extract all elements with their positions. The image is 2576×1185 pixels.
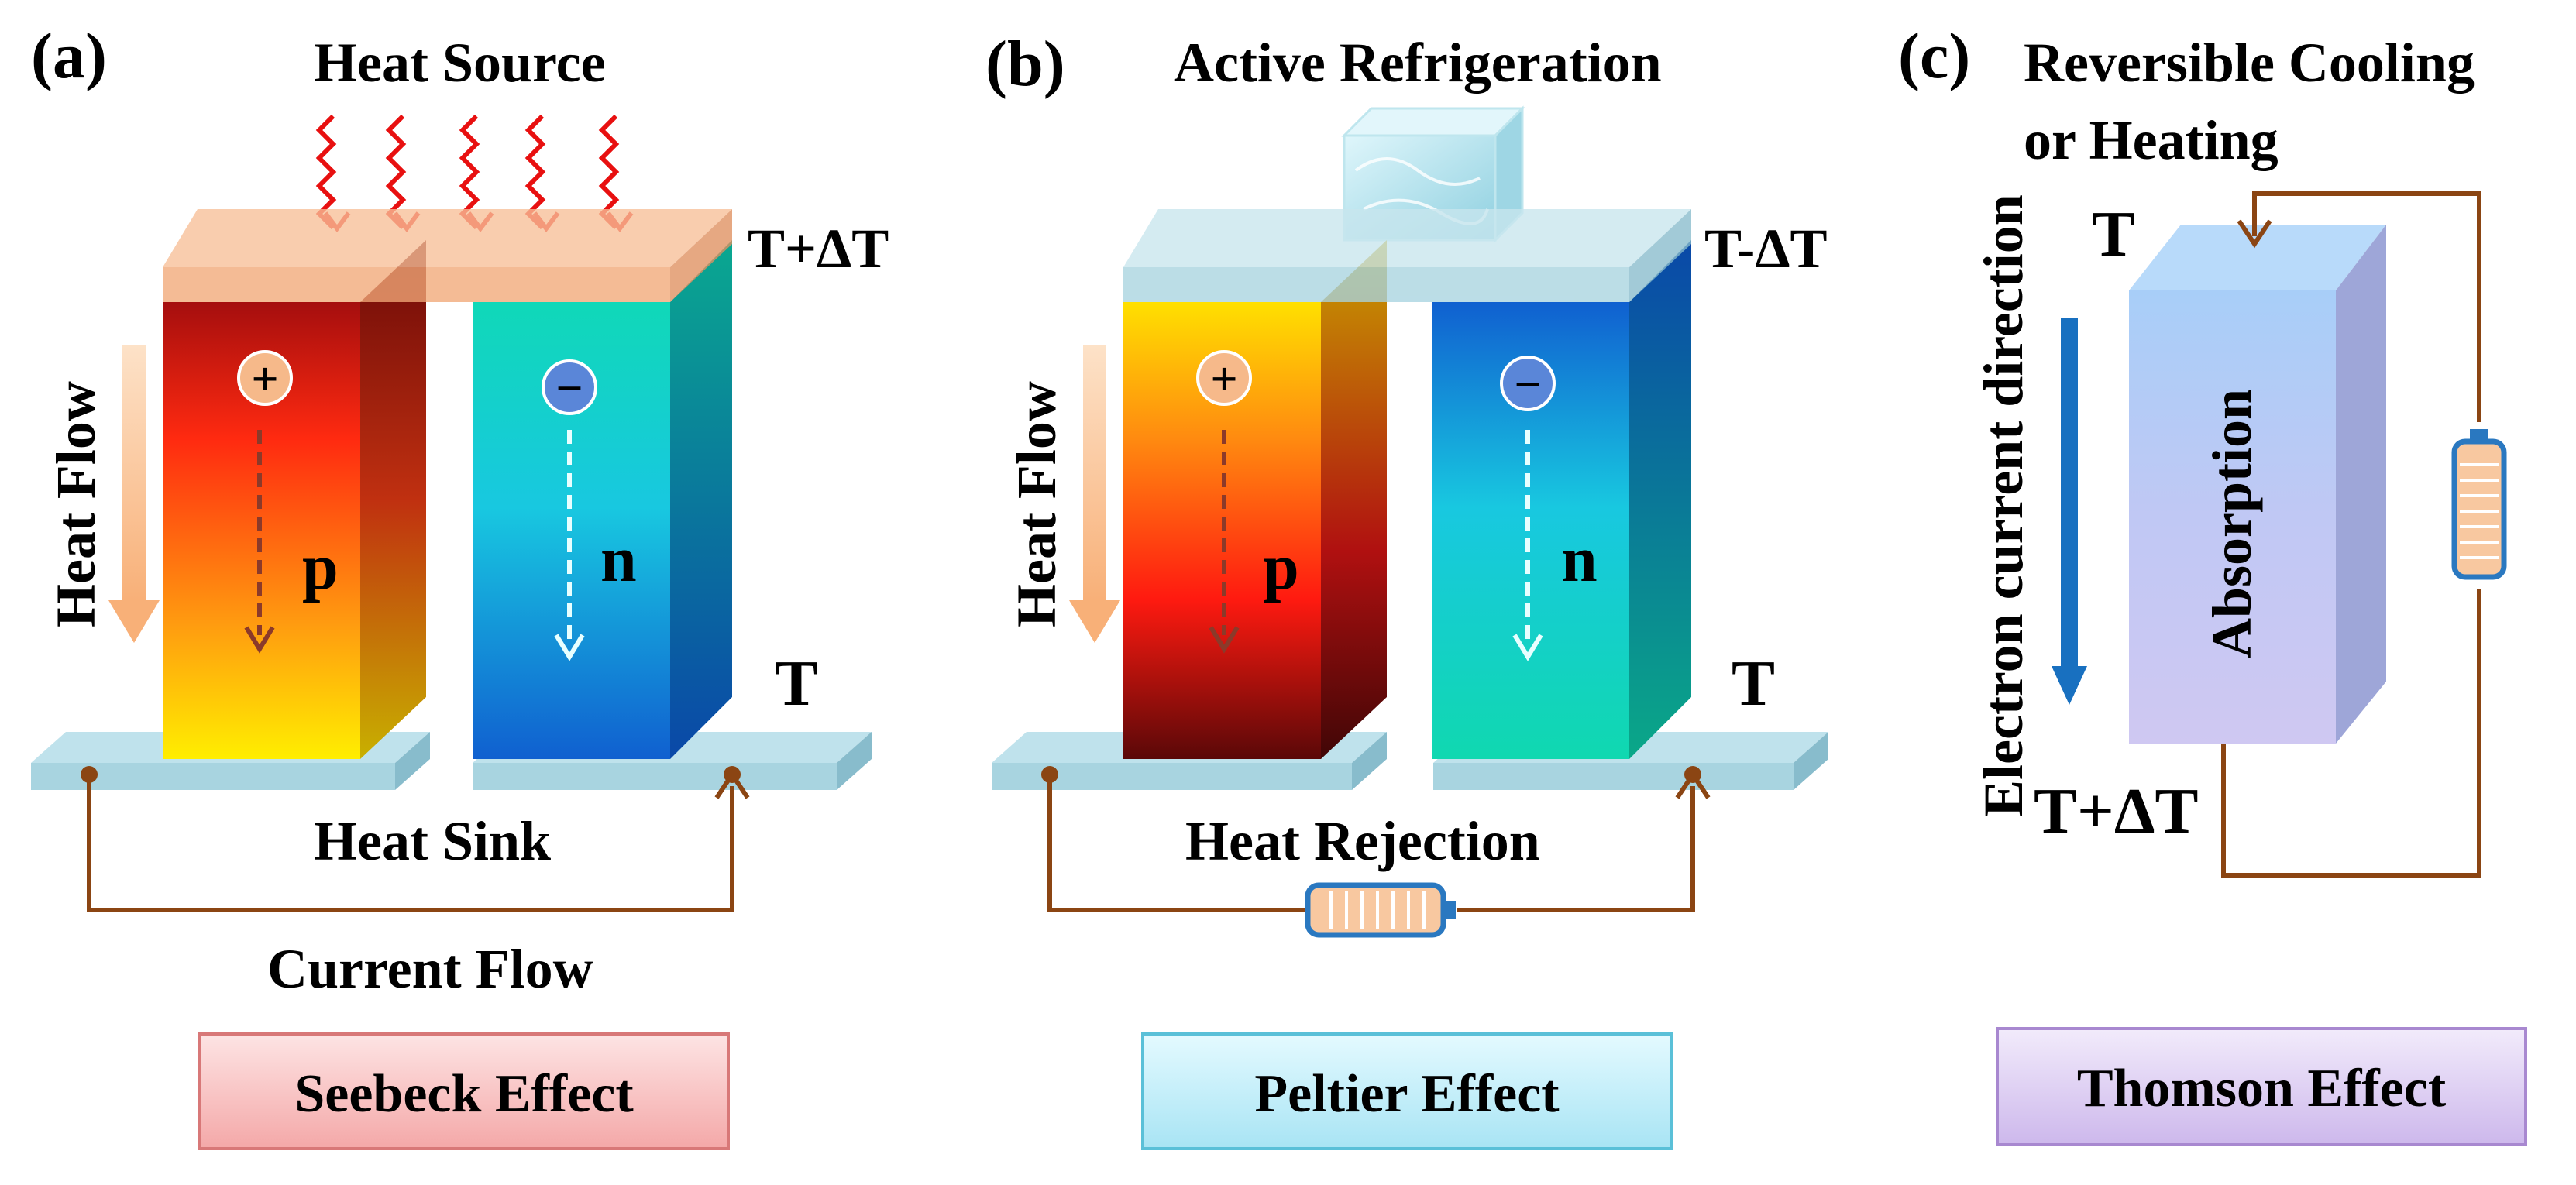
hot-temp-label: T+ΔT — [748, 218, 889, 280]
p-type-leg — [163, 240, 426, 759]
terminal-dot — [1041, 766, 1058, 783]
seebeck-effect-box: Seebeck Effect — [198, 1032, 730, 1150]
n-type-leg — [473, 240, 732, 759]
heat-source-label: Heat Source — [314, 32, 606, 94]
top-temp-label: T — [2092, 198, 2135, 270]
absorption-label: Absorption — [2201, 389, 2263, 658]
n-label: n — [1561, 524, 1598, 596]
battery-icon — [1305, 882, 1456, 938]
panel-b-peltier: (b) Active Refrigeration — [985, 28, 1828, 1150]
panel-c-thomson: (c) Reversible Cooling or Heating T T+ΔT… — [1898, 20, 2527, 1146]
svg-text:Thomson Effect: Thomson Effect — [2077, 1059, 2446, 1118]
heat-rejection-label: Heat Rejection — [1185, 810, 1540, 872]
heat-flow-label: Heat Flow — [45, 381, 107, 627]
panel-b-tag: (b) — [985, 28, 1065, 100]
svg-text:+: + — [251, 353, 278, 406]
electron-direction-label: Electron current direction — [1972, 194, 2034, 817]
p-label: p — [1263, 531, 1299, 603]
svg-text:+: + — [1210, 353, 1237, 406]
panel-a-tag: (a) — [31, 20, 107, 92]
current-circuit-wire — [2221, 191, 2481, 878]
peltier-effect-box: Peltier Effect — [1141, 1032, 1673, 1150]
electron-charge-icon: − — [542, 359, 597, 415]
base-plates — [992, 732, 1828, 790]
heat-sink-plates — [31, 732, 872, 790]
n-type-leg — [1432, 240, 1691, 759]
cold-temp-label: T — [775, 647, 818, 720]
heat-flow-arrow-icon — [108, 345, 160, 643]
p-type-leg — [1123, 240, 1387, 759]
cold-temp-label: T-ΔT — [1704, 218, 1828, 280]
carrier-direction-arrows-icon — [257, 430, 572, 643]
carrier-direction-arrows-icon — [1222, 430, 1530, 643]
svg-text:Peltier Effect: Peltier Effect — [1254, 1064, 1559, 1124]
thomson-effect-box: Thomson Effect — [1996, 1027, 2527, 1146]
current-flow-label: Current Flow — [267, 938, 593, 1000]
terminal-dot — [724, 766, 741, 783]
base-temp-label: T — [1732, 647, 1775, 720]
electron-direction-arrow-icon — [2052, 318, 2087, 705]
heat-flow-label: Heat Flow — [1006, 381, 1068, 627]
terminal-dot — [81, 766, 98, 783]
electron-charge-icon: − — [1500, 356, 1556, 411]
panel-a-seebeck: (a) Heat Source — [31, 20, 889, 1150]
heat-flow-arrow-icon — [1069, 345, 1120, 643]
cold-plate — [1123, 209, 1691, 302]
active-refrigeration-label: Active Refrigeration — [1174, 32, 1662, 94]
svg-text:Seebeck Effect: Seebeck Effect — [294, 1064, 633, 1124]
reversible-title-line1: Reversible Cooling — [2024, 32, 2475, 94]
svg-text:−: − — [1514, 359, 1541, 411]
hot-plate — [163, 209, 732, 302]
panel-c-tag: (c) — [1898, 20, 1970, 92]
reversible-title-line2: or Heating — [2024, 109, 2279, 171]
bottom-temp-label: T+ΔT — [2034, 775, 2199, 847]
hole-charge-icon: + — [1196, 350, 1252, 406]
battery-icon — [2451, 429, 2507, 580]
p-label: p — [302, 531, 339, 603]
svg-text:−: − — [555, 362, 583, 415]
hole-charge-icon: + — [237, 350, 293, 406]
n-label: n — [600, 524, 637, 596]
heat-sink-label: Heat Sink — [314, 810, 551, 872]
thomson-conductor-block — [2129, 225, 2386, 744]
terminal-dot — [1684, 766, 1701, 783]
